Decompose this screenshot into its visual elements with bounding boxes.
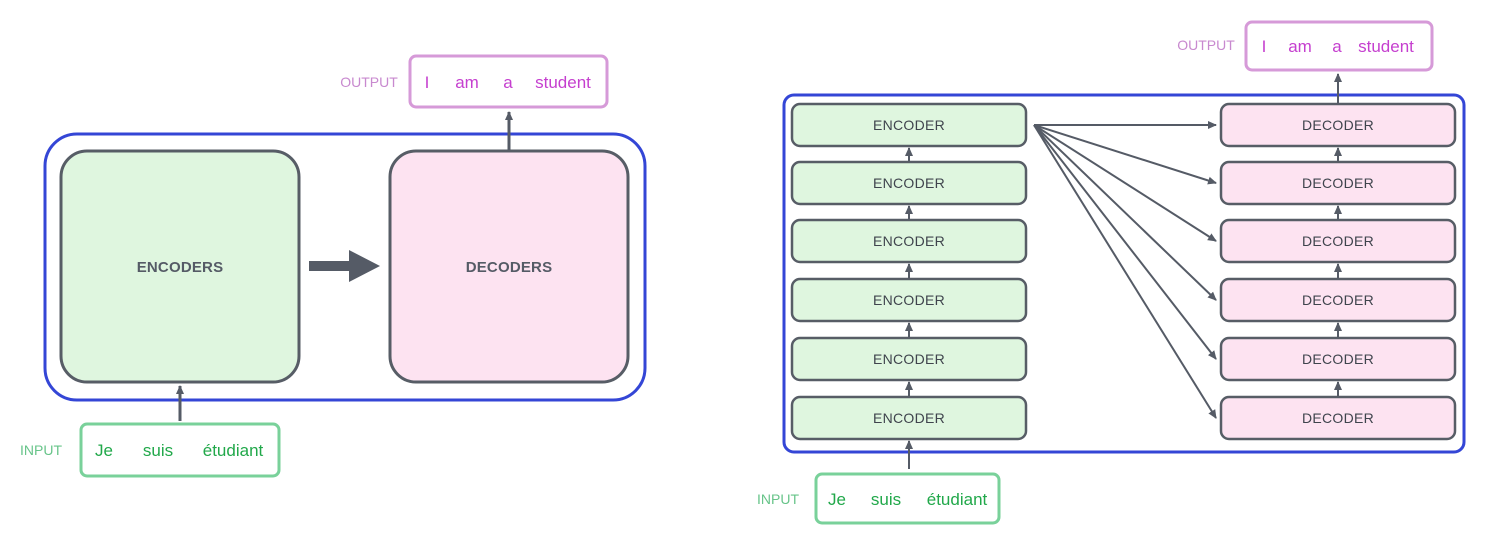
right-input-word-1: Je	[828, 490, 846, 509]
left-input-word-2: suis	[143, 441, 173, 460]
right-container-outline	[782, 93, 1466, 454]
right-output-word-3: a	[1332, 37, 1342, 56]
encoder-label-1: ENCODER	[873, 117, 945, 133]
right-panel: ENCODER ENCODER ENCODER ENCODER ENCODER …	[757, 20, 1466, 525]
right-output-word-2: am	[1288, 37, 1312, 56]
decoder-label-6: DECODER	[1302, 410, 1374, 426]
left-output-box	[408, 54, 609, 109]
decoder-label-2: DECODER	[1302, 175, 1374, 191]
left-output-word-4: student	[535, 73, 591, 92]
decoder-label-1: DECODER	[1302, 117, 1374, 133]
encoder-label-3: ENCODER	[873, 233, 945, 249]
decoder-label-3: DECODER	[1302, 233, 1374, 249]
encoder-label-5: ENCODER	[873, 351, 945, 367]
right-output-box	[1244, 20, 1434, 72]
left-input-word-1: Je	[95, 441, 113, 460]
encoder-to-decoder-arrow-4	[1033, 124, 1217, 301]
encoders-box	[59, 149, 301, 384]
decoders-box	[388, 149, 630, 384]
encoder-label-6: ENCODER	[873, 410, 945, 426]
encoder-label-4: ENCODER	[873, 292, 945, 308]
encoder-to-decoder-arrow-3	[1033, 124, 1217, 242]
right-input-word-3: étudiant	[927, 490, 988, 509]
right-input-box	[814, 472, 1001, 525]
left-panel: ENCODERS DECODERS OUTPUT I am a student …	[20, 54, 647, 478]
left-output-word-3: a	[503, 73, 513, 92]
encoder-to-decoder-arrow-5	[1033, 124, 1217, 360]
encoder-to-decoder-arrow-6	[1033, 124, 1217, 419]
encoders-to-decoders-arrow	[309, 250, 380, 282]
right-input-word-2: suis	[871, 490, 901, 509]
right-input-label: INPUT	[757, 491, 799, 507]
encoders-label: ENCODERS	[137, 259, 224, 276]
left-container-outline	[43, 132, 647, 402]
left-input-word-3: étudiant	[203, 441, 264, 460]
decoders-label: DECODERS	[466, 259, 553, 276]
decoder-label-4: DECODER	[1302, 292, 1374, 308]
encoder-label-2: ENCODER	[873, 175, 945, 191]
decoder-label-5: DECODER	[1302, 351, 1374, 367]
left-input-box	[79, 422, 281, 478]
right-output-word-1: I	[1262, 37, 1267, 56]
left-input-label: INPUT	[20, 442, 62, 458]
left-output-word-1: I	[425, 73, 430, 92]
left-output-word-2: am	[455, 73, 479, 92]
encoder-box-1	[790, 102, 1028, 148]
encoder-to-decoder-arrow-2	[1033, 124, 1217, 185]
right-output-word-4: student	[1358, 37, 1414, 56]
left-output-label: OUTPUT	[340, 74, 398, 90]
right-output-label: OUTPUT	[1177, 37, 1235, 53]
